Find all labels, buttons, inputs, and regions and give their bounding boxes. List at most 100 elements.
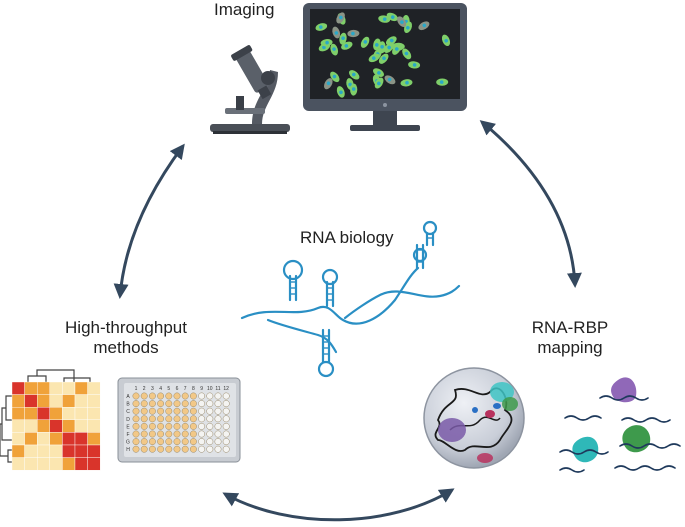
plate-well: [198, 422, 206, 430]
rnp-structure-icon: [423, 367, 525, 469]
plate-well: [181, 445, 189, 453]
plate-well: [148, 430, 156, 438]
plate-well: [198, 400, 206, 408]
plate-well: [206, 392, 214, 400]
plate-row-label: A: [126, 394, 130, 400]
heatmap-cell: [49, 419, 63, 433]
cell: [383, 42, 394, 53]
heatmap-cell: [37, 457, 51, 471]
heatmap-cell: [62, 457, 76, 471]
plate-well: [165, 407, 173, 415]
plate-well: [132, 430, 140, 438]
plate-well: [132, 438, 140, 446]
plate-column-label: 5: [167, 386, 170, 392]
cell: [347, 29, 360, 38]
plate-well: [214, 415, 222, 423]
cell: [385, 36, 397, 46]
heatmap-cell: [24, 381, 38, 395]
plate-row-label: E: [126, 424, 130, 430]
heatmap-cell: [74, 444, 88, 458]
cell: [441, 34, 451, 46]
plate-well: [140, 438, 148, 446]
plate-column-label: 7: [184, 386, 187, 392]
plate-well: [189, 400, 197, 408]
plate-well: [157, 430, 165, 438]
heatmap-cell: [49, 394, 63, 408]
rna-biology-label: RNA biology: [300, 228, 394, 247]
plate-well: [222, 430, 230, 438]
plate-well: [181, 422, 189, 430]
plate-well: [206, 407, 214, 415]
cell: [402, 48, 412, 60]
plate-well: [206, 422, 214, 430]
plate-well: [132, 400, 140, 408]
heatmap-cell: [74, 394, 88, 408]
high-throughput-label-line2: methods: [93, 338, 159, 357]
heatmap-cell: [24, 432, 38, 446]
heatmap-cell: [62, 394, 76, 408]
plate-well: [222, 415, 230, 423]
heatmap-cell: [87, 381, 101, 395]
heatmap-cell: [62, 444, 76, 458]
plate-well: [222, 407, 230, 415]
plate-well: [165, 400, 173, 408]
heatmap-cell: [74, 432, 88, 446]
heatmap-cell: [62, 432, 76, 446]
plate-well: [214, 422, 222, 430]
heatmap-cell: [11, 432, 25, 446]
plate-well: [206, 400, 214, 408]
plate-well: [222, 438, 230, 446]
heatmap-cell: [37, 419, 51, 433]
plate-row-label: F: [126, 432, 129, 438]
plate-well: [198, 445, 206, 453]
cell: [330, 43, 339, 56]
plate-row-label: D: [126, 417, 130, 423]
cell: [418, 21, 430, 31]
cell: [378, 53, 389, 64]
cell: [400, 79, 413, 87]
plate-well: [140, 392, 148, 400]
heatmap-cell: [49, 444, 63, 458]
rna-base-pairs: [290, 237, 433, 355]
plate-well: [165, 422, 173, 430]
plate-well: [214, 400, 222, 408]
plate-well: [148, 438, 156, 446]
plate-well: [189, 392, 197, 400]
heatmap-cell: [62, 407, 76, 421]
heatmap-cell: [11, 394, 25, 408]
plate-column-label: 6: [176, 386, 179, 392]
plate-row-label: H: [126, 447, 130, 453]
plate-well: [222, 400, 230, 408]
heatmap-cell: [62, 419, 76, 433]
plate-well: [214, 445, 222, 453]
heatmap-cell: [49, 381, 63, 395]
plate-well: [173, 407, 181, 415]
monitor-icon: [303, 3, 467, 131]
plate-well: [189, 438, 197, 446]
heatmap-cell: [74, 381, 88, 395]
plate-well: [173, 422, 181, 430]
plate-well: [198, 438, 206, 446]
plate-well: [157, 392, 165, 400]
heatmap-cell: [87, 394, 101, 408]
heatmap-cell: [87, 444, 101, 458]
heatmap-cell: [74, 407, 88, 421]
plate-well: [132, 415, 140, 423]
plate-well: [140, 422, 148, 430]
plate-well: [165, 438, 173, 446]
plate-well: [214, 430, 222, 438]
rna-rbp-label-line1: RNA-RBP: [531, 318, 609, 337]
plate-column-label: 12: [223, 386, 229, 392]
plate-well: [140, 415, 148, 423]
heatmap-cell: [49, 457, 63, 471]
heatmap-cell: [87, 407, 101, 421]
plate-well: [189, 430, 197, 438]
plate-well: [181, 392, 189, 400]
plate-well: [140, 430, 148, 438]
cell: [397, 16, 407, 28]
plate-well: [132, 407, 140, 415]
plate-row-label: C: [126, 409, 130, 415]
plate-well: [181, 407, 189, 415]
